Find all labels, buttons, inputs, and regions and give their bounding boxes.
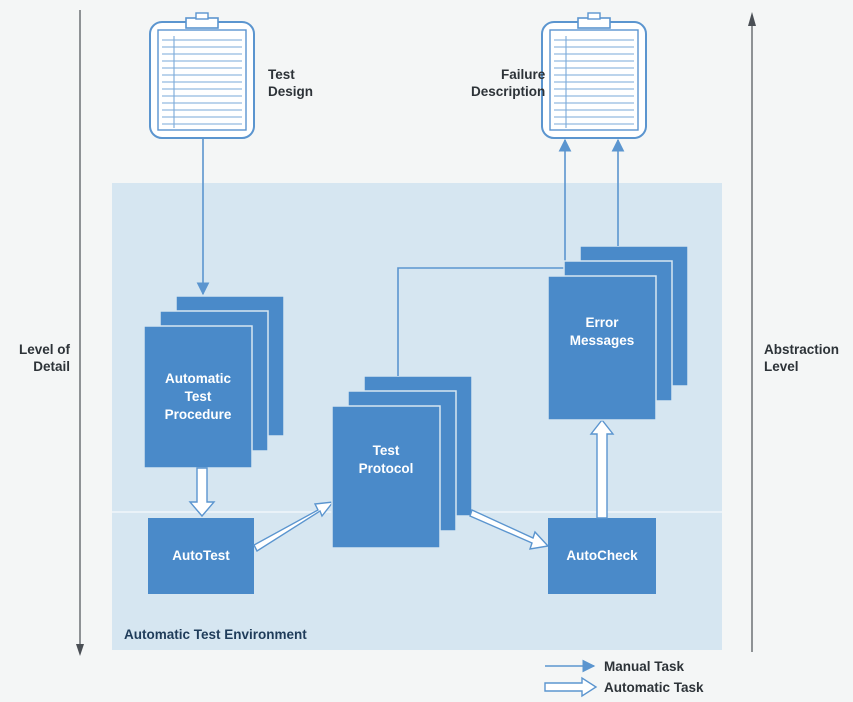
auto-arrow-procedure-to-autotest bbox=[188, 467, 216, 518]
manual-arrow-protocol-to-failure bbox=[397, 138, 572, 376]
autotest-box bbox=[148, 518, 254, 594]
level-of-detail-axis bbox=[76, 10, 84, 656]
test-protocol-stack bbox=[331, 375, 473, 549]
autocheck-text: AutoCheck bbox=[566, 548, 638, 563]
failure-description-clipboard-icon bbox=[541, 12, 647, 139]
automatic-test-procedure-text: Automatic Test Procedure bbox=[164, 371, 232, 422]
failure-description-label: Failure Description bbox=[471, 67, 546, 99]
automatic-test-procedure-stack bbox=[143, 295, 285, 469]
legend-manual-task-label: Manual Task bbox=[604, 659, 685, 674]
auto-arrow-protocol-to-autocheck bbox=[469, 509, 550, 550]
test-design-label: Test Design bbox=[268, 67, 314, 99]
error-messages-stack bbox=[547, 245, 689, 421]
legend-automatic-task-label: Automatic Task bbox=[604, 680, 704, 695]
autocheck-box bbox=[548, 518, 656, 594]
abstraction-level-label: Abstraction Level bbox=[764, 342, 840, 374]
level-of-detail-label: Level of Detail bbox=[18, 342, 70, 374]
legend-automatic-arrow bbox=[544, 676, 598, 698]
abstraction-level-axis bbox=[748, 12, 756, 652]
automatic-test-environment-label: Automatic Test Environment bbox=[124, 627, 307, 642]
test-design-clipboard-icon bbox=[149, 12, 255, 139]
test-protocol-text: Test Protocol bbox=[358, 443, 414, 476]
auto-arrow-autotest-to-protocol bbox=[253, 501, 335, 553]
autotest-text: AutoTest bbox=[172, 548, 230, 563]
error-messages-text: Error Messages bbox=[569, 315, 635, 348]
auto-arrow-autocheck-to-errors bbox=[589, 418, 615, 519]
